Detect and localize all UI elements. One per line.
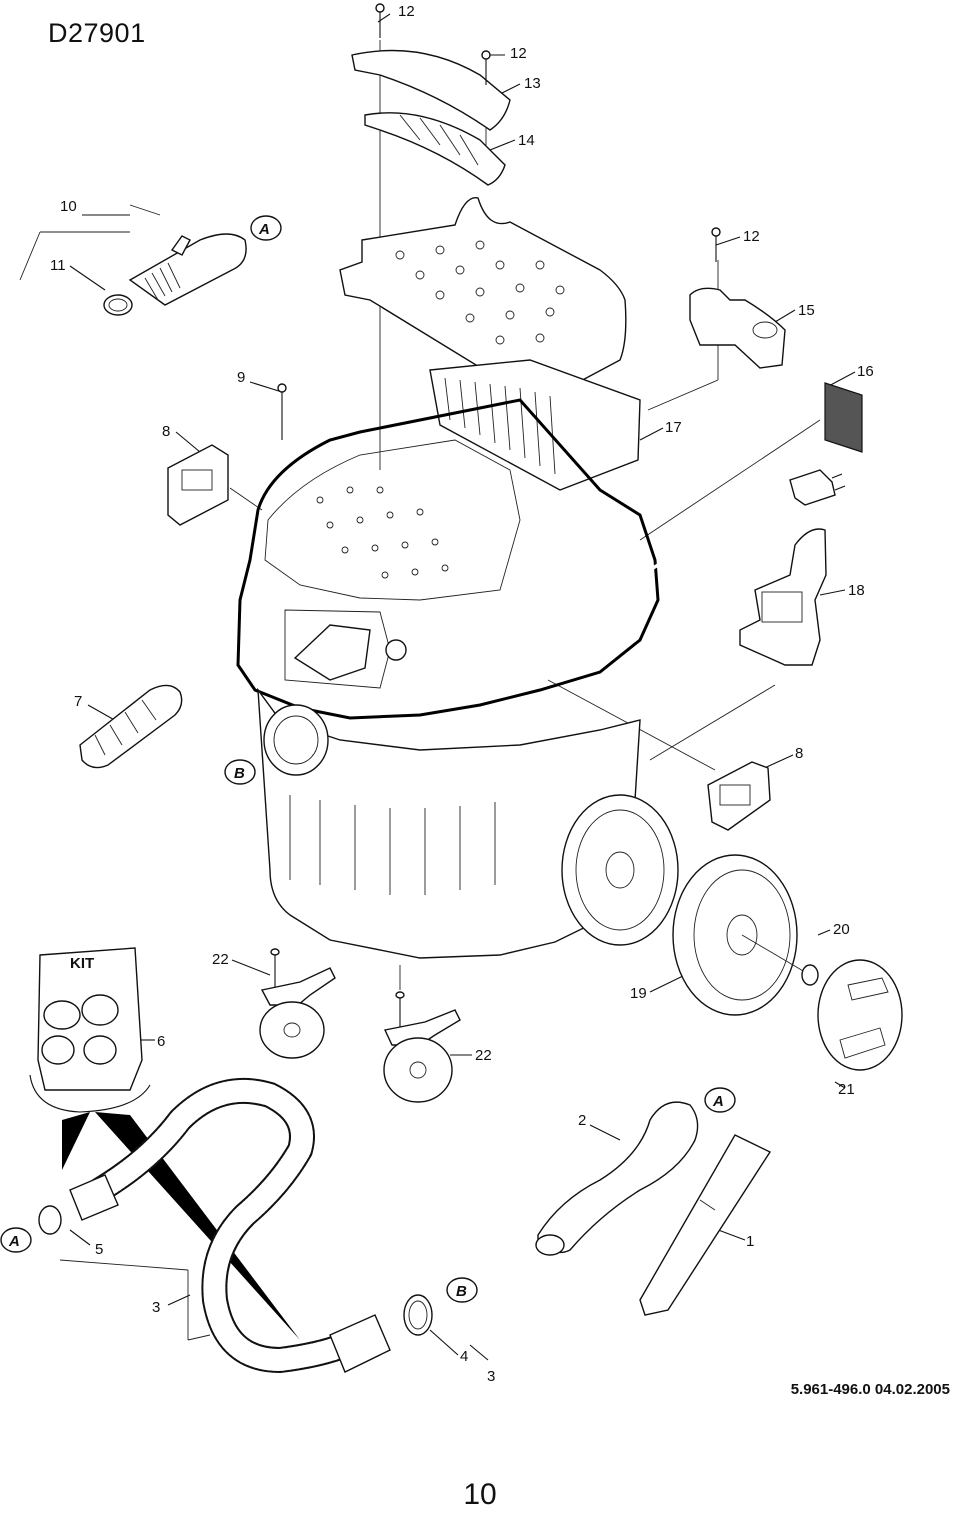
accessory-holder-part: [739, 528, 827, 666]
part-label-8: 8: [162, 423, 170, 440]
vacuum-body-part: [236, 398, 660, 959]
part-label-10: 10: [60, 198, 77, 215]
stepped-nozzle-part: [79, 684, 183, 769]
callout-b-badges: B B: [224, 759, 478, 1303]
part-label-14: 14: [518, 132, 535, 149]
part-label-22: 22: [475, 1047, 492, 1064]
rear-wheel-part: [561, 794, 679, 946]
part-label-12: 12: [398, 3, 415, 20]
svg-text:A: A: [8, 1233, 20, 1250]
washer-20-part: [801, 964, 819, 986]
page-number: 10: [463, 1478, 497, 1511]
part-label-20: 20: [833, 921, 850, 938]
part-label-15: 15: [798, 302, 815, 319]
part-label-2: 2: [578, 1112, 586, 1129]
part-label-18: 18: [848, 582, 865, 599]
adapter-nozzle-part: [103, 233, 247, 316]
screw-icons: [277, 3, 721, 440]
part-label-6: 6: [157, 1033, 165, 1050]
crevice-nozzle-part: [639, 1134, 772, 1316]
svg-text:B: B: [456, 1283, 467, 1300]
svg-text:A: A: [258, 221, 270, 238]
part-label-8: 8: [795, 745, 803, 762]
suction-hose-part: [38, 1077, 433, 1374]
clip-part-lower: [707, 761, 771, 831]
part-label-22: 22: [212, 951, 229, 968]
part-label-5: 5: [95, 1241, 103, 1258]
document-reference: 5.961-496.0 04.02.2005: [790, 1381, 950, 1398]
filter-pad-part: [824, 382, 863, 453]
part-label-1: 1: [746, 1233, 754, 1250]
part-number-labels: 12 12 13 14 10 11 12 15 9 16 8 17 18 7 8…: [50, 3, 874, 1385]
flat-filter-part: [429, 359, 641, 491]
wheel-19-part: [672, 854, 811, 1016]
callout-a-badges: A A A: [0, 215, 736, 1253]
part-label-4: 4: [460, 1348, 468, 1365]
part-label-12: 12: [510, 45, 527, 62]
part-label-12: 12: [743, 228, 760, 245]
clip-part-upper: [167, 444, 229, 526]
part-label-3: 3: [487, 1368, 495, 1385]
kit-label: KIT: [70, 955, 94, 972]
hand-tube-part: [535, 1101, 699, 1256]
part-label-16: 16: [857, 363, 874, 380]
caster-22-right-part: [383, 991, 461, 1103]
power-cord-part: [639, 469, 846, 577]
part-label-7: 7: [74, 693, 82, 710]
svg-text:A: A: [712, 1093, 724, 1110]
hub-cap-21-part: [817, 959, 903, 1071]
leader-lines: [19, 13, 856, 1361]
part-label-11: 11: [50, 257, 66, 274]
part-label-9: 9: [237, 369, 245, 386]
part-label-3: 3: [152, 1299, 160, 1316]
caster-22-left-part: [259, 948, 336, 1059]
model-code: D27901: [48, 18, 146, 48]
handle-cover-part: [351, 49, 511, 186]
bracket-part: [689, 287, 786, 369]
part-label-17: 17: [665, 419, 682, 436]
filter-lid-part: [339, 197, 627, 396]
part-label-13: 13: [524, 75, 541, 92]
svg-text:B: B: [234, 765, 245, 782]
part-label-21: 21: [838, 1081, 855, 1098]
part-label-19: 19: [630, 985, 647, 1002]
